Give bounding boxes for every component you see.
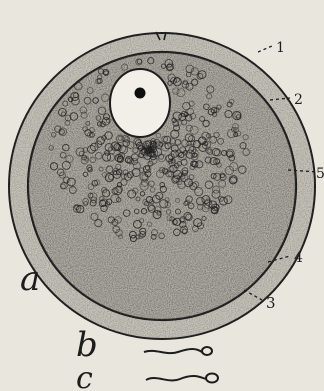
callout-1: 1 (276, 40, 285, 56)
germinal-vesicle (110, 69, 170, 137)
callout-4: 4 (294, 250, 303, 266)
germinal-spot (135, 88, 146, 99)
sperm-c-head (206, 374, 218, 383)
panel-label-a: a (20, 259, 40, 299)
spermatozoa (144, 347, 218, 383)
panel-label-c: c (76, 361, 93, 391)
callout-5: 5 (316, 166, 324, 182)
callout-3: 3 (266, 294, 276, 312)
leader-1 (258, 46, 272, 52)
sperm-c-tail (146, 376, 206, 380)
panel-label-b: b (76, 325, 98, 365)
callout-2: 2 (294, 92, 303, 108)
sperm-b-head (202, 347, 212, 355)
sperm-b-tail (144, 349, 202, 353)
